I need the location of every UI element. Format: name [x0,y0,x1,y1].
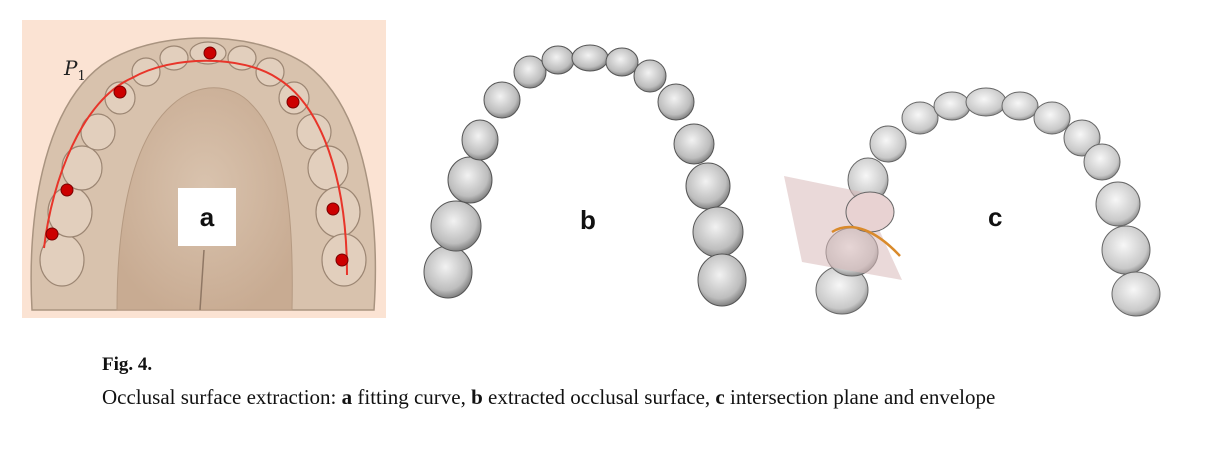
control-point [113,85,127,99]
control-point [203,46,217,60]
figure-caption: Fig. 4. Occlusal surface extraction: a f… [102,354,1162,414]
point-label-p1: P1 [64,56,86,84]
dental-arch-model-image [30,37,377,311]
caption-body: Occlusal surface extraction: a fitting c… [102,385,996,409]
control-points [45,46,349,267]
fitting-curve [43,59,348,276]
panel-c-label: c [988,202,1003,232]
occlusal-teeth [423,44,747,307]
panel-a-fitting-curve: P1 a [22,20,386,318]
highlighted-tooth [845,191,895,233]
control-point [326,202,340,216]
control-point [335,253,349,267]
intersection-plane-image [784,87,1161,317]
control-point [60,183,74,197]
occlusal-surface-image [423,44,747,307]
envelope-curve [831,225,901,257]
control-point [45,227,59,241]
panel-b-label: b [580,205,596,235]
panel-b-occlusal-surface: b [418,40,758,310]
panel-c-intersection-plane: c [780,80,1180,320]
figure-number: Fig. 4. [102,354,153,375]
control-point [286,95,300,109]
panel-a-label: a [178,188,236,246]
